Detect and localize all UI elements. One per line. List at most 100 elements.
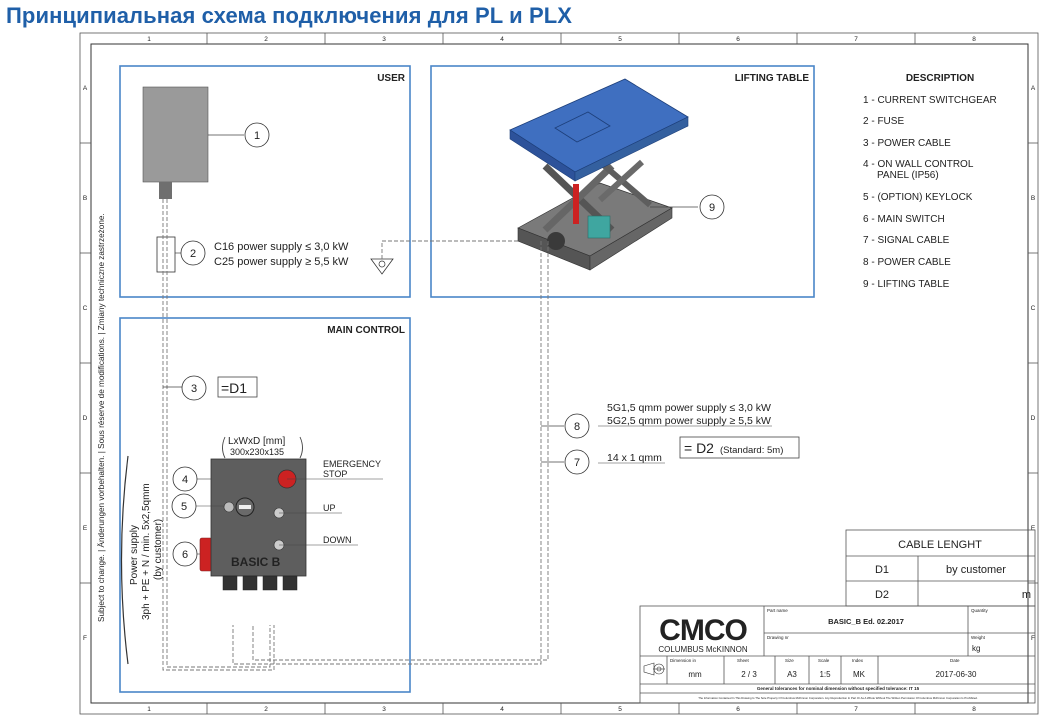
d1-tag-box	[217, 376, 258, 398]
description-item: 8 - POWER CABLE	[863, 257, 951, 268]
box-name: BASIC B	[231, 555, 281, 569]
column-label: 7	[854, 36, 858, 43]
page-title: Принципиальная схема подключения для PL …	[6, 3, 573, 28]
row-label: B	[83, 195, 87, 202]
callout-4: 4	[182, 474, 188, 486]
weight-label: Weight	[971, 635, 986, 640]
description-item: 5 - (OPTION) KEYLOCK	[863, 192, 973, 203]
main-control-section-frame	[119, 317, 411, 693]
cable-row-label: D2	[875, 589, 889, 601]
date-value: 2017-06-30	[936, 670, 977, 679]
sheet-label: Sheet	[737, 658, 750, 663]
power-supply-label-3: (by customer)	[153, 519, 164, 580]
column-label: 6	[736, 36, 740, 43]
dimension-value: mm	[688, 670, 702, 679]
row-label: B	[1031, 195, 1035, 202]
drawing-label: Drawing nr	[767, 635, 789, 640]
description-item: 3 - POWER CABLE	[863, 138, 951, 149]
power-cable-8	[252, 241, 549, 661]
cable7-note: 14 x 1 qmm	[607, 452, 662, 464]
row-label: A	[83, 85, 88, 92]
callout-3: 3	[191, 383, 197, 395]
column-label: 6	[736, 706, 740, 713]
weight-unit: kg	[972, 644, 980, 653]
row-label: D	[83, 415, 88, 422]
column-label: 2	[264, 706, 268, 713]
row-label: F	[83, 635, 87, 642]
scale-value: 1:5	[819, 670, 831, 679]
cable-row-value: m	[1022, 589, 1031, 601]
callout-6: 6	[182, 549, 188, 561]
cable8-note-1: 5G1,5 qmm power supply ≤ 3,0 kW	[607, 402, 771, 414]
lifting-table-section-title: LIFTING TABLE	[735, 73, 810, 84]
column-label: 5	[618, 706, 622, 713]
power-supply-label-1: Power supply	[129, 525, 140, 585]
lifting-table-section-frame	[430, 65, 815, 298]
column-label: 8	[972, 36, 976, 43]
row-label: E	[1031, 525, 1036, 532]
size-label: Size	[785, 658, 794, 663]
description-item: 7 - SIGNAL CABLE	[863, 235, 950, 246]
user-section-title: USER	[377, 73, 406, 84]
index-value: MK	[853, 670, 866, 679]
row-label: C	[1031, 305, 1036, 312]
power-supply-note-1: C16 power supply ≤ 3,0 kW	[214, 241, 349, 253]
column-label: 3	[382, 706, 386, 713]
callout-7: 7	[574, 457, 580, 469]
description-item: 2 - FUSE	[863, 116, 904, 127]
description-item: 1 - CURRENT SWITCHGEAR	[863, 95, 997, 106]
column-label: 7	[854, 706, 858, 713]
dimension-label: Dimension in	[670, 658, 697, 663]
power-supply-label-2: 3ph + PE + N / min. 5x2,5qmm	[141, 483, 152, 620]
signal-cable-7	[232, 241, 542, 665]
sheet-value: 2 / 3	[741, 670, 757, 679]
row-label: C	[83, 305, 88, 312]
power-cable-3	[162, 199, 275, 671]
column-label: 1	[147, 706, 151, 713]
switchgear-gland	[159, 182, 172, 199]
index-label: Index	[852, 658, 864, 663]
row-label: A	[1031, 85, 1036, 92]
row-label: D	[1031, 415, 1036, 422]
legal-note: The Information Contained In This Drawin…	[698, 696, 978, 700]
company-logo: CMCO	[659, 614, 747, 647]
callout-1: 1	[254, 130, 260, 142]
cable-length-title: CABLE LENGHT	[898, 539, 982, 551]
description-title: DESCRIPTION	[906, 73, 974, 84]
row-label: E	[83, 525, 88, 532]
up-label: UP	[323, 503, 336, 513]
callout-5: 5	[181, 501, 187, 513]
date-label: Date	[950, 658, 960, 663]
side-note: Subject to change. | Änderungen vorbehal…	[96, 213, 106, 622]
d1-tag: =D1	[221, 380, 247, 396]
box-dims-label: LxWxD [mm]	[228, 436, 285, 447]
description-item: 6 - MAIN SWITCH	[863, 214, 945, 225]
cable8-note-2: 5G2,5 qmm power supply ≥ 5,5 kW	[607, 415, 771, 427]
column-label: 5	[618, 36, 622, 43]
cable-row-value: by customer	[946, 564, 1006, 576]
projection-symbol	[643, 662, 665, 676]
user-section-frame	[119, 65, 411, 298]
down-label: DOWN	[323, 535, 352, 545]
row-label: F	[1031, 635, 1035, 642]
main-switch	[199, 537, 213, 572]
tolerance-note: General tolerances for nominal dimension…	[757, 686, 920, 691]
column-label: 4	[500, 706, 504, 713]
switchgear	[142, 86, 209, 183]
part-name-label: Part name	[767, 608, 788, 613]
cable-row-label: D1	[875, 564, 889, 576]
keylock-circle	[223, 501, 235, 513]
keylock-cable	[381, 240, 548, 259]
box-dims-value: 300x230x135	[230, 447, 284, 457]
description-item: 9 - LIFTING TABLE	[863, 279, 950, 290]
company-name: COLUMBUS McKINNON	[658, 645, 748, 654]
power-supply-note-2: C25 power supply ≥ 5,5 kW	[214, 256, 349, 268]
d2-note: (Standard: 5m)	[720, 445, 783, 456]
column-label: 4	[500, 36, 504, 43]
d2-tag: = D2	[684, 440, 714, 456]
lifting-table-drawing	[509, 78, 689, 271]
callout-2: 2	[190, 248, 196, 260]
column-label: 1	[147, 36, 151, 43]
drawing-outer-frame	[79, 32, 1039, 715]
